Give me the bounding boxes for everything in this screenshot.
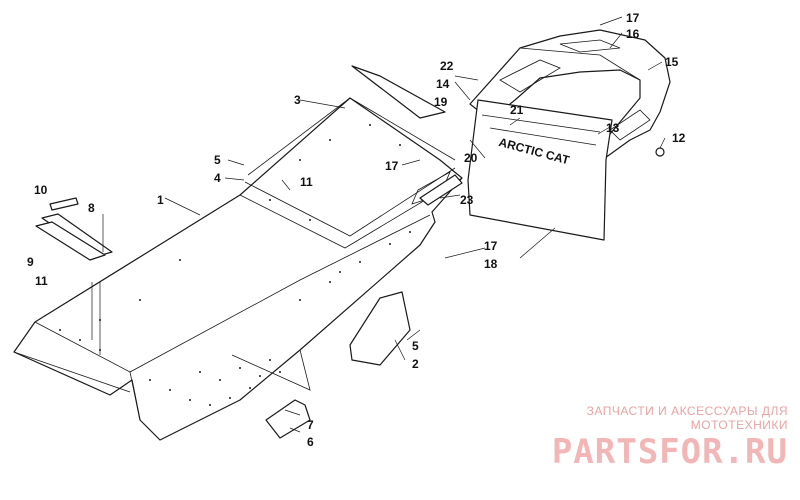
watermark-tagline: ЗАПЧАСТИ И АКСЕССУАРЫ ДЛЯ МОТОТЕХНИКИ <box>586 404 788 432</box>
callout-21: 21 <box>510 103 524 117</box>
callout-8: 8 <box>88 201 95 215</box>
callout-6: 6 <box>307 435 314 449</box>
callout-1: 1 <box>157 193 164 207</box>
callout-13: 13 <box>606 121 620 135</box>
callout-17-middle: 17 <box>385 159 399 173</box>
callout-12: 12 <box>672 131 686 145</box>
callout-15: 15 <box>665 55 679 69</box>
site-watermark: ЗАПЧАСТИ И АКСЕССУАРЫ ДЛЯ МОТОТЕХНИКИ PA… <box>488 404 788 472</box>
callout-17-bottom: 17 <box>484 239 498 253</box>
callout-22: 22 <box>440 59 454 73</box>
callout-17-top: 17 <box>626 11 640 25</box>
callout-9: 9 <box>27 255 34 269</box>
callout-20: 20 <box>464 151 478 165</box>
callout-leader-lines <box>164 16 666 433</box>
callout-5-bottom: 5 <box>412 339 419 353</box>
snow-flap-part: ARCTIC CAT <box>467 99 613 241</box>
strip-part <box>351 65 446 119</box>
callout-4: 4 <box>214 171 221 185</box>
callout-2: 2 <box>412 357 419 371</box>
bracket-part <box>419 174 463 206</box>
callout-7: 7 <box>307 418 314 432</box>
callout-14: 14 <box>436 77 450 91</box>
callout-16: 16 <box>626 27 640 41</box>
callout-11-top: 11 <box>300 175 313 189</box>
callout-19: 19 <box>434 95 448 109</box>
callout-11-left: 11 <box>35 274 48 288</box>
tunnel-rivet-holes <box>59 124 411 406</box>
callout-3: 3 <box>294 93 301 107</box>
footrest-plate-left <box>265 399 311 439</box>
left-bracket-assembly <box>35 197 113 355</box>
callout-18: 18 <box>484 257 498 271</box>
callout-10: 10 <box>34 183 48 197</box>
callout-23: 23 <box>460 193 474 207</box>
watermark-brand: PARTSFOR.RU <box>551 432 788 472</box>
callout-5-top: 5 <box>214 153 221 167</box>
footrest-plate-right <box>349 291 411 366</box>
tunnel-part <box>13 97 463 441</box>
top-panel-edge <box>247 97 351 176</box>
